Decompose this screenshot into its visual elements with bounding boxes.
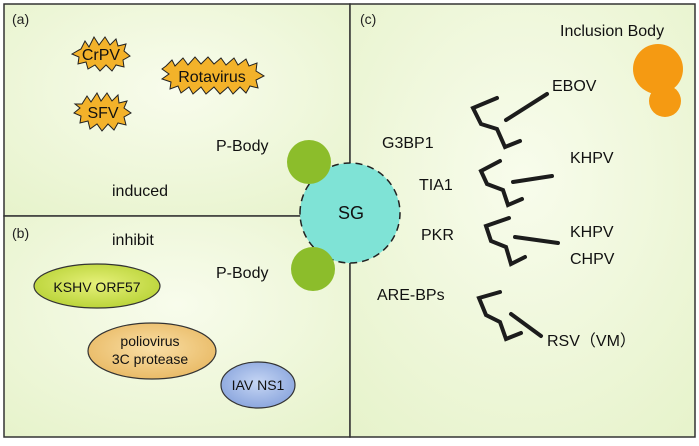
panel-b-label: (b) <box>12 225 29 241</box>
panel-c-label: (c) <box>360 11 376 27</box>
inhibitor-iav-ns1 <box>220 361 296 409</box>
inclusion-body-small <box>649 85 681 117</box>
status-induced: induced <box>112 183 168 200</box>
virus-burst-sfv <box>73 92 132 132</box>
inhibitor-label-polio-2: 3C protease <box>112 351 188 367</box>
pbody-circle-top <box>287 140 331 184</box>
sg-circle <box>300 163 400 263</box>
pbody-circle-bottom <box>291 247 335 291</box>
inclusion-body-large <box>633 44 683 94</box>
inhibitor-poliovirus <box>87 322 217 380</box>
protein-label-tia1: TIA1 <box>419 177 453 194</box>
virus-burst-crpv <box>70 35 131 72</box>
sg-label: SG <box>338 203 364 223</box>
virus-label-khpv-1: KHPV <box>570 150 614 167</box>
inhibitor-label-ksv: KSHV ORF57 <box>53 279 140 295</box>
inclusion-body-label: Inclusion Body <box>560 23 664 40</box>
protein-shape-tia1 <box>478 159 554 208</box>
pbody-label-b: P-Body <box>216 265 268 282</box>
virus-label-sfv: SFV <box>87 105 118 122</box>
protein-shape-g3bp1 <box>470 92 549 150</box>
status-inhibit: inhibit <box>112 232 154 249</box>
pbody-label-a: P-Body <box>216 138 268 155</box>
virus-label-chpv: CHPV <box>570 251 615 268</box>
virus-label-ebov: EBOV <box>552 78 597 95</box>
virus-burst-rotavirus <box>160 56 266 95</box>
panel-a-label: (a) <box>12 11 29 27</box>
virus-label-khpv-2: KHPV <box>570 224 614 241</box>
virus-label-rotavirus: Rotavirus <box>178 69 246 86</box>
inhibitor-ksv-orf57 <box>33 263 161 309</box>
virus-label-rsv: RSV（VM） <box>547 332 636 350</box>
protein-shape-pkr <box>483 216 560 267</box>
protein-label-g3bp1: G3BP1 <box>382 135 434 152</box>
protein-label-are-bps: ARE-BPs <box>377 287 445 304</box>
inhibitor-label-iav: IAV NS1 <box>232 377 285 393</box>
inhibitor-label-polio-1: poliovirus <box>120 333 179 349</box>
virus-label-crpv: CrPV <box>82 47 121 64</box>
protein-label-pkr: PKR <box>421 227 454 244</box>
protein-shape-are-bps <box>476 290 543 342</box>
panel-a <box>3 3 351 217</box>
